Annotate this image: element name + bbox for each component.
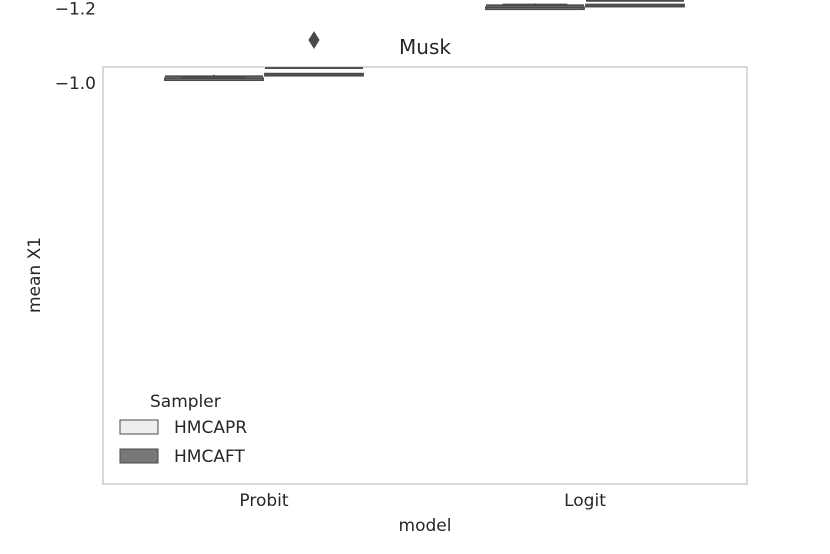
- x-tick-label: Probit: [239, 491, 288, 511]
- box-hmcaft-logit: [585, 0, 685, 8]
- legend-label-hmcapr: HMCAPR: [174, 418, 247, 438]
- y-axis-label: mean X1: [25, 237, 45, 313]
- legend-swatch-hmcaft: [119, 448, 159, 464]
- legend: Sampler HMCAPR HMCAFT: [119, 392, 247, 467]
- x-axis-ticks: Probit Logit: [239, 491, 606, 511]
- box-iqr: [485, 6, 585, 11]
- y-axis-ticks: −1.0−1.2−1.4−1.6−1.8−2.0: [55, 0, 96, 94]
- plot-area: [102, 66, 748, 485]
- box-hmcapr-probit: [164, 74, 264, 82]
- legend-swatch-hmcapr: [119, 419, 159, 435]
- box-iqr: [164, 77, 264, 82]
- box-hmcaft-probit: [264, 31, 364, 77]
- y-tick-label: −1.0: [55, 74, 96, 94]
- box-iqr: [585, 3, 685, 8]
- legend-label-hmcaft: HMCAFT: [174, 447, 245, 467]
- x-axis-label: model: [399, 516, 452, 536]
- legend-title: Sampler: [150, 392, 221, 412]
- box-hmcapr-logit: [485, 3, 585, 11]
- y-tick-label: −1.2: [55, 0, 96, 19]
- chart-title: Musk: [399, 35, 451, 59]
- box-iqr: [264, 72, 364, 77]
- x-tick-label: Logit: [564, 491, 606, 511]
- box-series: [164, 0, 685, 82]
- outlier-point: [308, 31, 320, 49]
